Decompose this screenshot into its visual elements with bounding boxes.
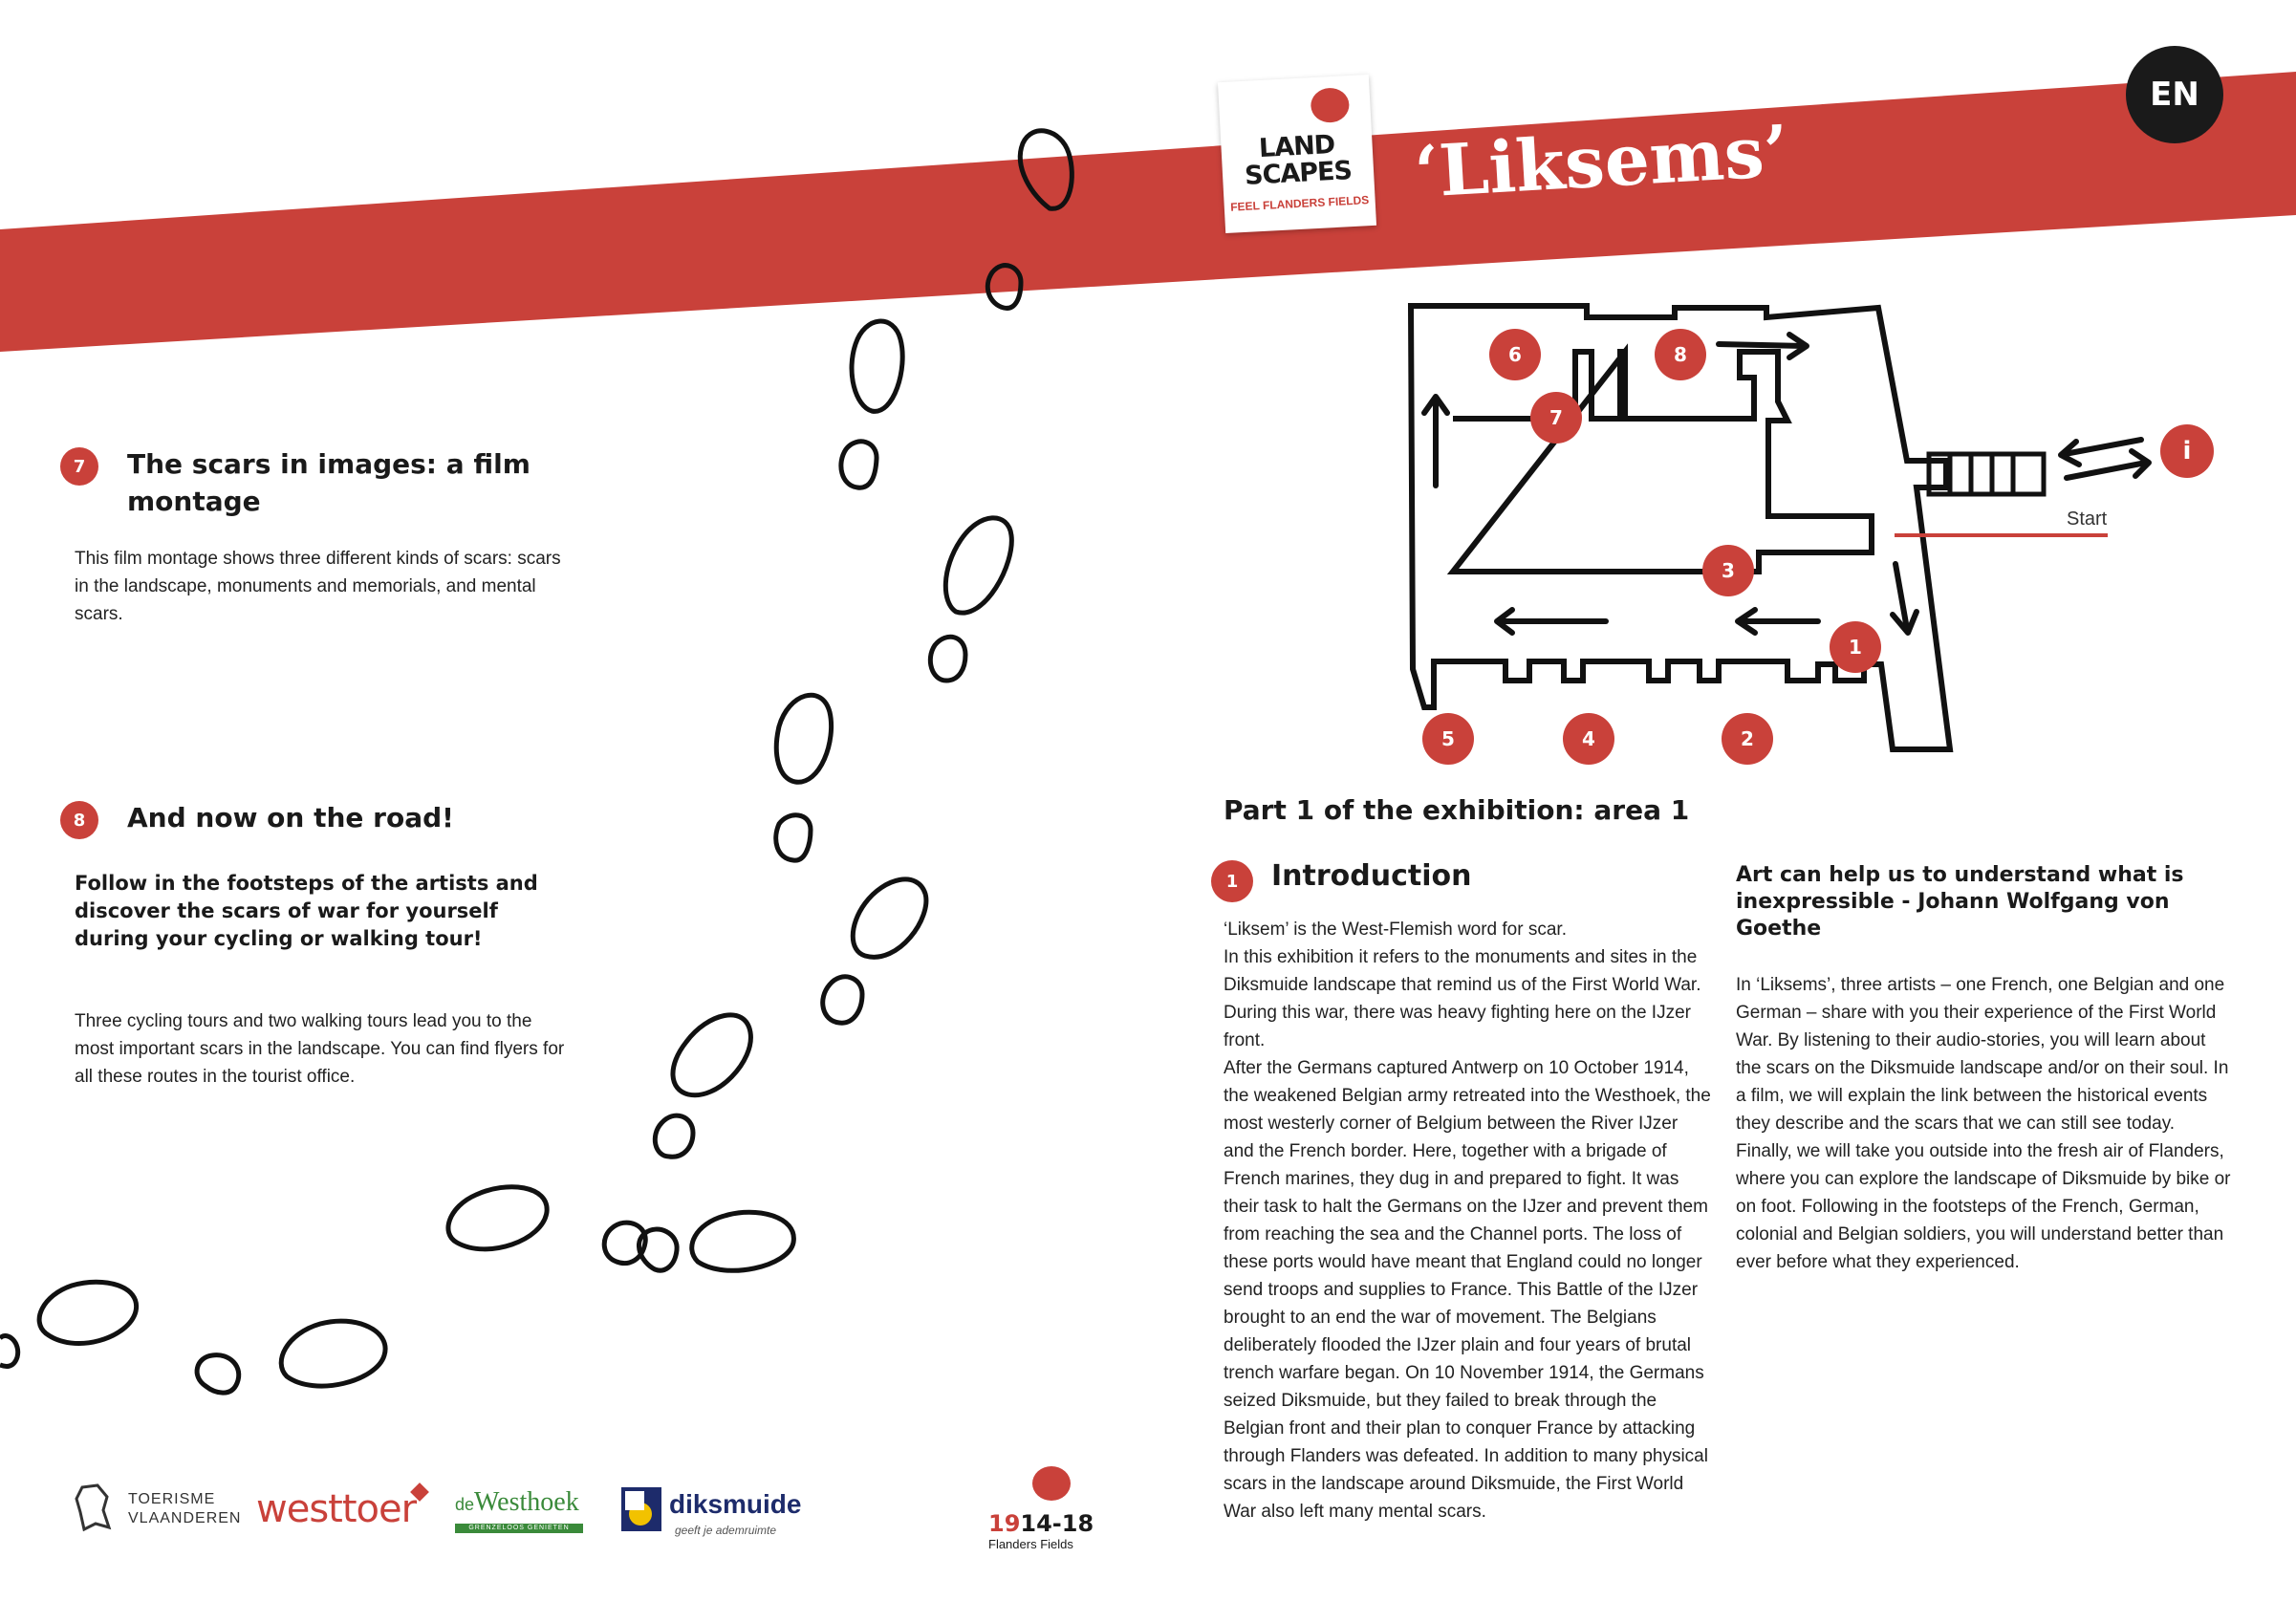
map-stop-6: 6 <box>1489 329 1541 380</box>
intro-body: ‘Liksem’ is the West-Flemish word for sc… <box>1224 916 1711 1526</box>
map-stop-7: 7 <box>1530 392 1582 444</box>
section-8-bullet: 8 <box>60 801 98 839</box>
westhoek-name: Westhoek <box>474 1487 579 1517</box>
landscapes-logo: LAND SCAPES FEEL FLANDERS FIELDS <box>1217 74 1377 234</box>
section-8-heading: And now on the road! <box>127 802 454 833</box>
flanders-years: 1914-18 <box>988 1510 1094 1537</box>
intro-paragraph: ‘Liksem’ is the West-Flemish word for sc… <box>1224 920 1567 940</box>
poppy-icon <box>1032 1466 1071 1501</box>
westhoek-tagline: GRENZELOOS GENIETEN <box>455 1524 583 1533</box>
toerisme-line2: VLAANDEREN <box>128 1510 242 1526</box>
poppy-icon <box>1310 87 1351 124</box>
diksmuide-name: diksmuide <box>669 1489 802 1519</box>
section-7-bullet: 7 <box>60 447 98 486</box>
quote-paragraph: In ‘Liksems’, three artists – one French… <box>1736 975 2229 1134</box>
logo-line2: SCAPES <box>1244 156 1353 191</box>
westhoek-prefix: de <box>455 1495 475 1514</box>
map-stop-4: 4 <box>1563 713 1614 765</box>
toerisme-line1: TOERISME <box>128 1491 216 1507</box>
westhoek-logo: de Westhoek GRENZELOOS GENIETEN <box>455 1480 583 1533</box>
diksmuide-logo: diksmuide geeft je ademruimte <box>619 1483 801 1541</box>
flanders-years-red: 19 <box>988 1510 1021 1537</box>
quote-paragraph: Finally, we will take you outside into t… <box>1736 1141 2231 1272</box>
map-info-icon: i <box>2160 424 2214 478</box>
diksmuide-tagline: geeft je ademruimte <box>675 1524 777 1537</box>
floor-plan <box>1407 303 1954 752</box>
diksmuide-mark-icon <box>621 1487 661 1531</box>
staircase <box>1926 451 2047 497</box>
map-stop-8: 8 <box>1655 329 1706 380</box>
logo-tagline: FEEL FLANDERS FIELDS <box>1229 193 1370 214</box>
map-stop-5: 5 <box>1422 713 1474 765</box>
map-stop-2: 2 <box>1722 713 1773 765</box>
flanders-name: Flanders Fields <box>988 1537 1073 1551</box>
map-start-label: Start <box>2067 509 2108 530</box>
lion-icon <box>75 1483 112 1532</box>
quote-heading: Art can help us to understand what is in… <box>1736 863 2184 941</box>
route-arrows <box>1421 332 2152 636</box>
flanders-fields-logo: 1914-18 Flanders Fields <box>988 1466 1094 1552</box>
part-heading: Part 1 of the exhibition: area 1 <box>1224 794 1690 826</box>
intro-bullet: 1 <box>1211 860 1253 902</box>
section-8-body: Three cycling tours and two walking tour… <box>75 1011 565 1087</box>
intro-paragraph: In this exhibition it refers to the monu… <box>1224 947 1701 1050</box>
section-7-body: This film montage shows three different … <box>75 549 561 624</box>
intro-paragraph: After the Germans captured Antwerp on 10… <box>1224 1058 1711 1522</box>
section-7-heading: The scars in images: a film montage <box>127 448 531 517</box>
language-badge[interactable]: EN <box>2126 46 2223 143</box>
flanders-years-black: 14-18 <box>1020 1510 1094 1537</box>
map-stop-3: 3 <box>1702 545 1754 596</box>
footprints-illustration <box>0 128 1074 1396</box>
section-8-lead: Follow in the footsteps of the artists a… <box>75 872 538 950</box>
quote-body: In ‘Liksems’, three artists – one French… <box>1736 971 2233 1276</box>
westtoer-logo: westtoer <box>256 1487 417 1531</box>
intro-heading: Introduction <box>1271 859 1472 893</box>
map-stop-1: 1 <box>1830 621 1881 673</box>
